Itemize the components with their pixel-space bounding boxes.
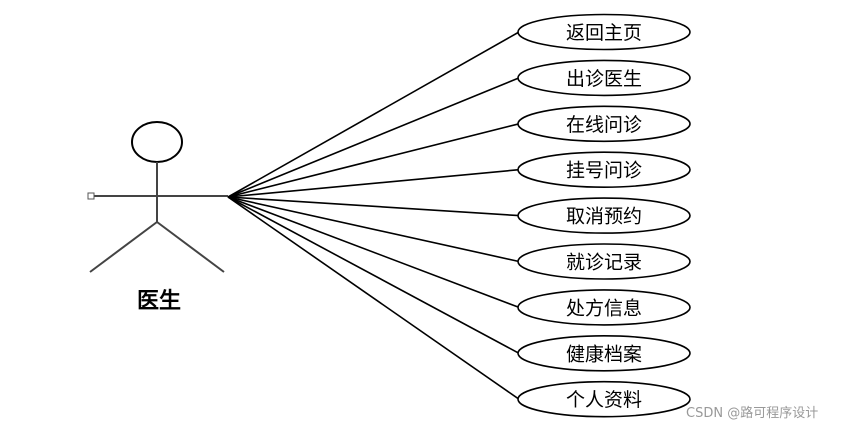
use-case-label: 出诊医生 (566, 68, 642, 90)
use-case: 挂号问诊 (517, 151, 691, 188)
association-line (227, 196, 520, 217)
association-line (227, 196, 520, 355)
use-case: 出诊医生 (517, 59, 691, 97)
use-case: 处方信息 (517, 289, 691, 326)
use-case-ellipse (517, 334, 691, 372)
use-case-label: 挂号问诊 (566, 160, 642, 182)
use-case: 取消预约 (517, 197, 691, 234)
use-case-ellipse (517, 197, 691, 234)
actor-label: 医生 (137, 288, 181, 314)
actor-arm-handle (87, 192, 95, 200)
use-case-ellipse (517, 289, 691, 326)
association-line (227, 168, 520, 198)
use-case-ellipse (517, 151, 691, 188)
association-line (227, 196, 520, 400)
actor-right-leg (156, 221, 225, 273)
use-case: 就诊记录 (517, 243, 691, 280)
use-case-label: 取消预约 (566, 206, 642, 228)
use-case-ellipse (517, 243, 691, 280)
use-case: 健康档案 (517, 334, 691, 372)
association-line (227, 196, 520, 309)
use-case-ellipse (517, 59, 691, 97)
use-case: 在线问诊 (517, 105, 691, 143)
association-line (227, 77, 520, 198)
use-case-label: 处方信息 (566, 297, 642, 319)
use-case-label: 在线问诊 (566, 114, 642, 136)
actor-left-leg (89, 221, 158, 273)
use-case: 返回主页 (517, 13, 691, 51)
use-case-label: 健康档案 (566, 343, 642, 365)
watermark: CSDN @路可程序设计 (686, 405, 818, 421)
use-case-label: 个人资料 (566, 389, 642, 411)
actor-head (131, 121, 183, 163)
use-case: 个人资料 (517, 380, 691, 418)
actor-figure (87, 121, 228, 273)
use-case-label: 就诊记录 (566, 252, 642, 274)
association-line (227, 31, 520, 198)
use-case-label: 返回主页 (566, 22, 642, 44)
association-line (227, 123, 520, 198)
use-case-ellipse (517, 380, 691, 418)
association-line (227, 196, 520, 263)
use-case-ellipse (517, 105, 691, 143)
connections (227, 31, 520, 400)
use-case-ellipse (517, 13, 691, 51)
